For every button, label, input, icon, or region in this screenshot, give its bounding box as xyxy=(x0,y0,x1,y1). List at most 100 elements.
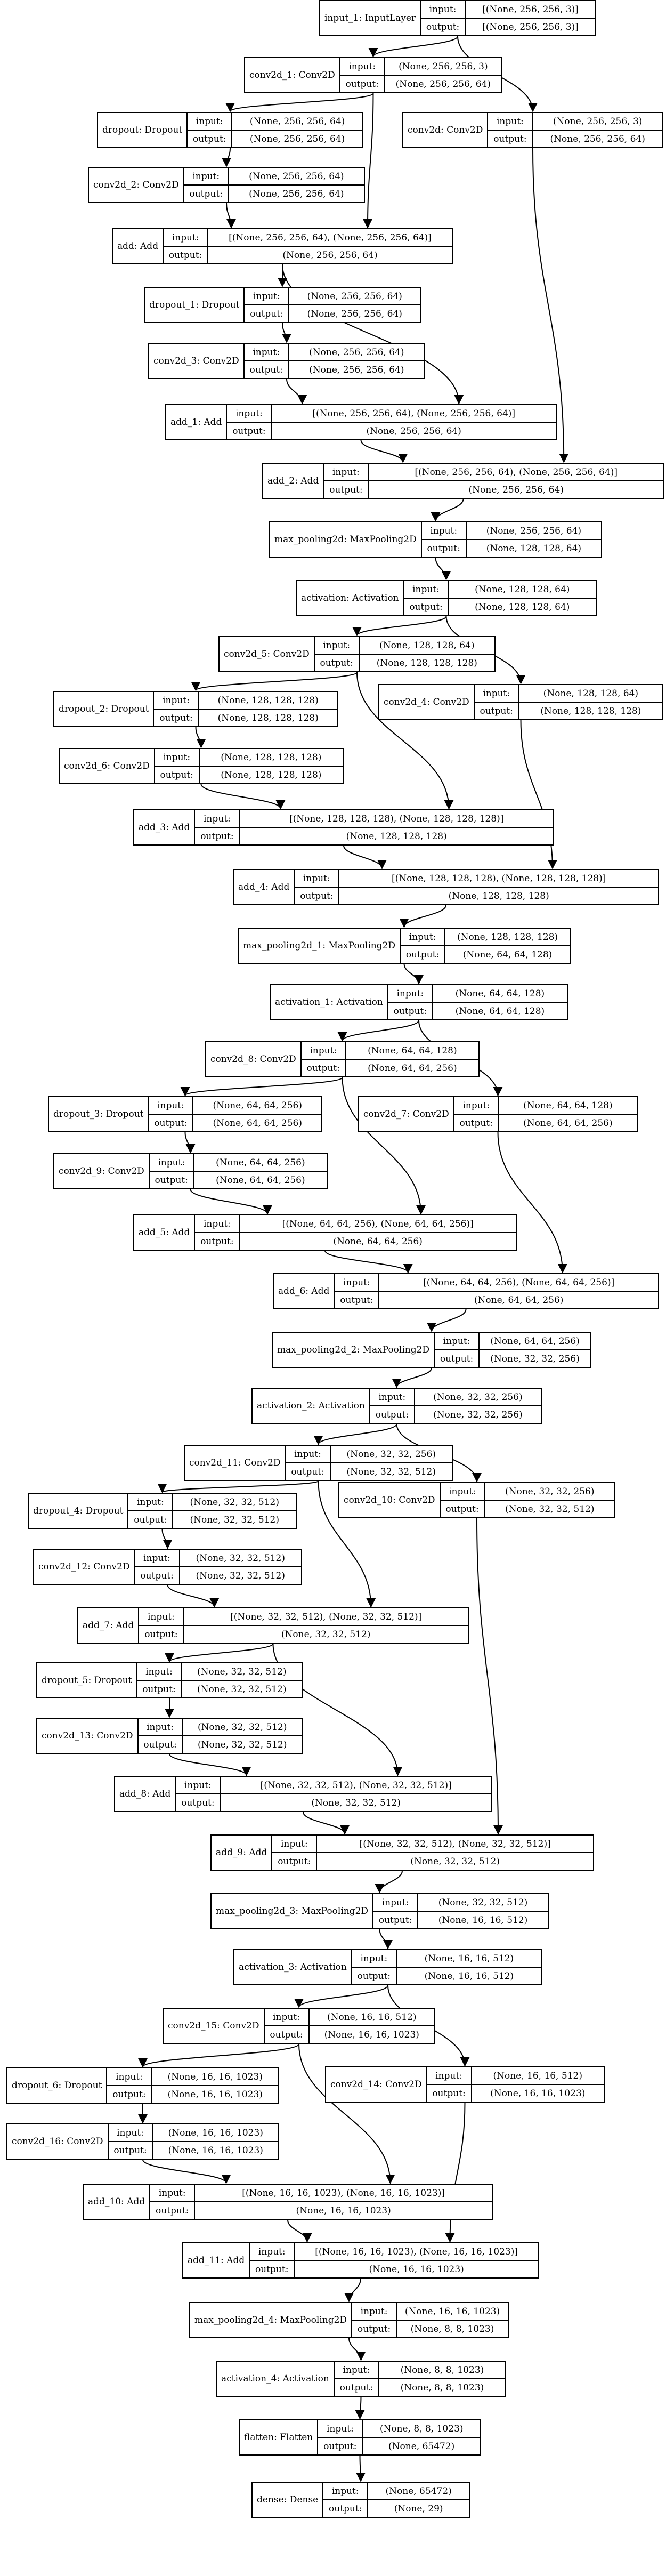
input-shape: [(None, 64, 64, 256), (None, 64, 64, 256… xyxy=(282,1218,474,1229)
output-label: output: xyxy=(227,423,272,439)
input-shape: (None, 65472) xyxy=(385,2485,452,2497)
edge-add-9-to-max-pooling2d-3 xyxy=(375,1870,403,1894)
input-row: input:(None, 32, 32, 512) xyxy=(128,1494,296,1510)
output-shape: (None, 256, 256, 64) xyxy=(468,484,564,495)
output-label: output: xyxy=(323,2500,369,2517)
output-label: output: xyxy=(401,946,446,963)
output-label: output: xyxy=(370,1406,415,1423)
output-shape: (None, 128, 128, 128) xyxy=(346,831,447,842)
input-label: input: xyxy=(475,685,519,702)
output-shape: (None, 32, 32, 512) xyxy=(281,1629,371,1640)
input-label: input: xyxy=(188,113,233,130)
layer-name: add_5: Add xyxy=(134,1215,196,1250)
output-label: output: xyxy=(475,703,519,719)
input-row: input:(None, 32, 32, 256) xyxy=(286,1446,452,1462)
edge-conv2d-10-to-add-9 xyxy=(476,1518,503,1835)
input-shape: [(None, 256, 256, 64), (None, 256, 256, … xyxy=(415,466,618,478)
output-row: output:(None, 8, 8, 1023) xyxy=(334,2378,505,2396)
input-row: input:(None, 8, 8, 1023) xyxy=(335,2362,505,2378)
layer-name: activation_2: Activation xyxy=(253,1389,370,1423)
input-row: input:(None, 256, 256, 3) xyxy=(488,113,662,130)
input-shape: (None, 32, 32, 512) xyxy=(197,1721,287,1733)
output-shape: (None, 64, 64, 128) xyxy=(455,1005,545,1017)
layer-shapes: input:(None, 128, 128, 128)output:(None,… xyxy=(155,749,343,783)
layer-shapes: input:(None, 256, 256, 64)output:(None, … xyxy=(184,168,364,202)
layer-name: activation_3: Activation xyxy=(234,1950,352,1984)
output-shape: (None, 32, 32, 512) xyxy=(505,1503,595,1515)
input-shape: (None, 256, 256, 64) xyxy=(249,116,345,127)
layer-shapes: input:(None, 32, 32, 512)output:(None, 3… xyxy=(138,1719,302,1753)
output-shape: (None, 64, 64, 256) xyxy=(474,1294,564,1306)
output-row: output:(None, 256, 256, 64) xyxy=(324,480,663,498)
output-label: output: xyxy=(184,186,229,202)
layer-name: conv2d_3: Conv2D xyxy=(149,344,245,378)
layer-name: activation: Activation xyxy=(297,581,404,615)
output-label: output: xyxy=(128,1511,174,1528)
input-shape: [(None, 256, 256, 64), (None, 256, 256, … xyxy=(229,232,432,243)
input-row: input:(None, 256, 256, 64) xyxy=(245,288,420,304)
input-shape: (None, 16, 16, 1023) xyxy=(404,2306,500,2317)
layer-name: max_pooling2d_1: MaxPooling2D xyxy=(239,929,401,963)
input-label: input: xyxy=(135,1550,180,1566)
output-shape: (None, 8, 8, 1023) xyxy=(400,2382,484,2393)
output-shape: (None, 32, 32, 256) xyxy=(433,1409,523,1420)
input-shape: (None, 64, 64, 256) xyxy=(216,1157,305,1168)
input-row: input:(None, 64, 64, 128) xyxy=(454,1097,637,1114)
layer-shapes: input:(None, 256, 256, 64)output:(None, … xyxy=(188,113,362,147)
output-shape: (None, 64, 64, 256) xyxy=(213,1117,302,1129)
edge-conv2d-15-to-dropout-6 xyxy=(138,2043,299,2068)
input-shape: (None, 256, 256, 64) xyxy=(486,525,582,536)
layer-shapes: input:(None, 32, 32, 256)output:(None, 3… xyxy=(370,1389,541,1423)
layer-shapes: input:(None, 32, 32, 512)output:(None, 3… xyxy=(135,1550,301,1584)
output-shape: (None, 128, 128, 128) xyxy=(540,705,641,717)
output-shape: (None, 32, 32, 512) xyxy=(197,1739,287,1750)
input-label: input: xyxy=(373,1894,419,1911)
input-label: input: xyxy=(272,1836,318,1852)
edge-activation-3-to-conv2d-15 xyxy=(294,1985,388,2008)
input-label: input: xyxy=(352,1950,397,1967)
input-row: input:(None, 128, 128, 128) xyxy=(155,749,343,766)
output-label: output: xyxy=(427,2085,472,2102)
layer-shapes: input:[(None, 64, 64, 256), (None, 64, 6… xyxy=(335,1274,658,1308)
input-row: input:(None, 16, 16, 512) xyxy=(427,2067,604,2084)
input-label: input: xyxy=(154,692,199,709)
output-row: output:(None, 16, 16, 1023) xyxy=(150,2201,492,2219)
layer-name: dropout: Dropout xyxy=(98,113,188,147)
edge-dropout-3-to-conv2d-9 xyxy=(184,1132,196,1154)
edge-add-3-to-add-4 xyxy=(343,845,387,870)
output-shape: (None, 256, 256, 64) xyxy=(395,78,491,90)
layer-name: add_10: Add xyxy=(84,2185,151,2219)
input-row: input:(None, 64, 64, 256) xyxy=(149,1097,321,1114)
input-label: input: xyxy=(286,1446,331,1462)
input-label: input: xyxy=(150,1154,194,1171)
output-label: output: xyxy=(441,1501,485,1517)
output-row: output:(None, 16, 16, 1023) xyxy=(427,2084,604,2102)
input-row: input:(None, 128, 128, 128) xyxy=(401,929,570,945)
input-row: input:[(None, 64, 64, 256), (None, 64, 6… xyxy=(195,1215,516,1232)
layer-shapes: input:[(None, 32, 32, 512), (None, 32, 3… xyxy=(272,1836,593,1870)
edge-conv2d-2-to-add xyxy=(226,203,236,229)
output-label: output: xyxy=(245,361,289,378)
layer-shapes: input:[(None, 16, 16, 1023), (None, 16, … xyxy=(150,2185,492,2219)
input-label: input: xyxy=(454,1097,499,1114)
input-shape: (None, 8, 8, 1023) xyxy=(400,2364,484,2376)
output-shape: (None, 65472) xyxy=(388,2441,455,2452)
layer-name: add: Add xyxy=(113,229,164,263)
layer-name: add_9: Add xyxy=(212,1836,273,1870)
input-label: input: xyxy=(227,405,272,422)
input-shape: (None, 64, 64, 128) xyxy=(368,1045,457,1056)
input-shape: (None, 64, 64, 128) xyxy=(455,988,545,999)
input-shape: (None, 64, 64, 256) xyxy=(213,1100,302,1111)
edge-conv2d-to-add-2 xyxy=(532,148,569,463)
output-row: output:(None, 128, 128, 128) xyxy=(295,887,658,904)
layer-shapes: input:(None, 64, 64, 256)output:(None, 3… xyxy=(435,1333,590,1367)
edge-conv2d-5-to-dropout-2 xyxy=(191,672,358,691)
layer-shapes: input:(None, 16, 16, 512)output:(None, 1… xyxy=(264,2009,434,2043)
